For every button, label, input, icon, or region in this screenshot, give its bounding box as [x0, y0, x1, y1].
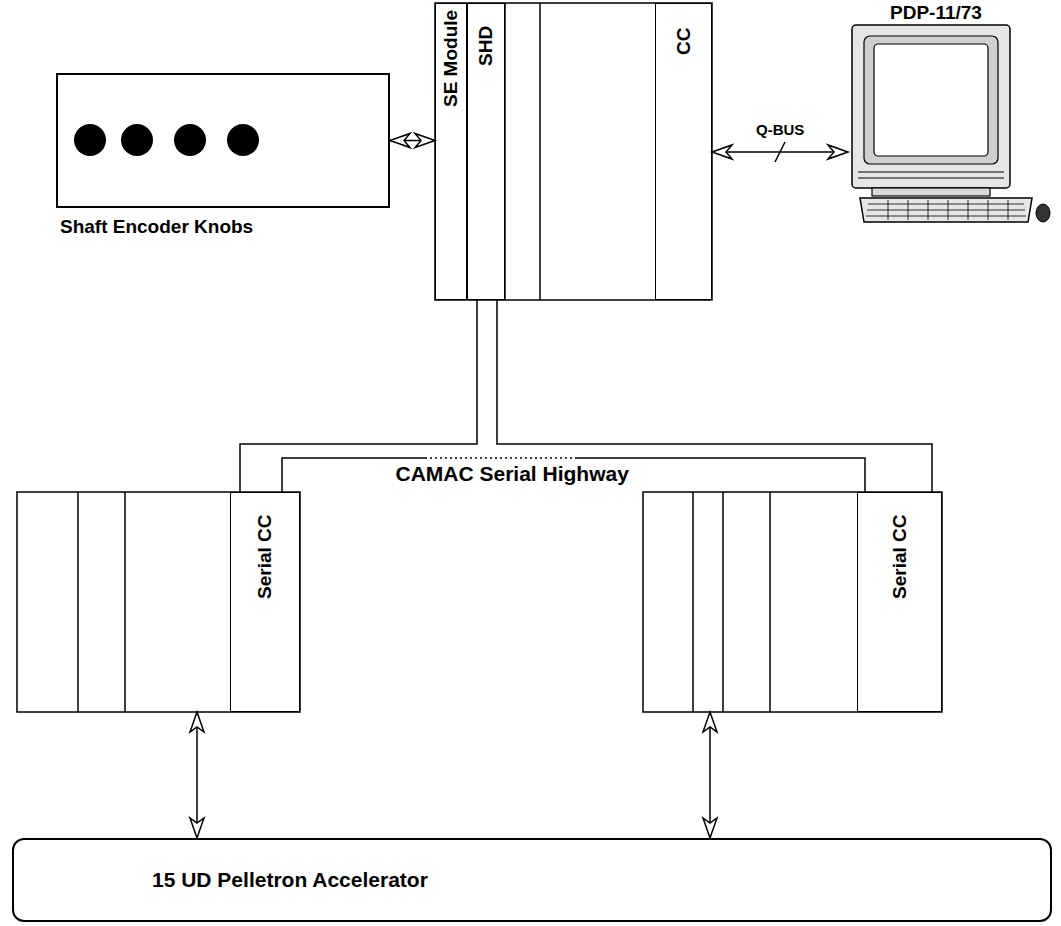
camac-crate — [435, 3, 712, 300]
node-label: 15 UD Pelletron Accelerator — [152, 868, 428, 892]
knob — [121, 124, 153, 156]
slot-divider — [124, 492, 126, 712]
knob — [227, 124, 259, 156]
slot-divider — [539, 3, 541, 300]
slot-divider — [77, 492, 79, 712]
node-label: SHD — [475, 26, 497, 66]
connector-line — [282, 458, 865, 492]
encoder-panel: Shaft Encoder Knobs — [56, 73, 390, 208]
slot-divider — [769, 492, 771, 712]
camac-crate — [17, 492, 300, 712]
slot-divider — [692, 492, 694, 712]
camac-crate — [643, 492, 942, 712]
module-slot: Serial CC — [230, 492, 300, 712]
crate-outline — [435, 3, 712, 300]
dotted-segment — [425, 457, 575, 459]
computer-drawing — [848, 0, 1055, 226]
arrow-head — [703, 712, 717, 732]
arrow-head — [712, 145, 732, 159]
link-line — [709, 712, 711, 838]
arrow-head — [415, 134, 435, 148]
accelerator-link — [190, 712, 204, 838]
link-line — [196, 712, 198, 838]
node-label: Shaft Encoder Knobs — [60, 216, 253, 238]
module-slot: SE Module — [435, 3, 467, 300]
connector — [390, 134, 435, 148]
node-label: PDP-11/73 — [890, 2, 982, 24]
arrow-head — [190, 712, 204, 732]
arrow-head — [390, 134, 410, 148]
knob — [174, 124, 206, 156]
line-gap — [425, 456, 575, 460]
module-slot: CC — [655, 3, 712, 300]
arrow-head — [828, 145, 848, 159]
highway-label: CAMAC Serial Highway — [394, 462, 631, 486]
module-slot: SHD — [467, 3, 505, 300]
accelerator-box: 15 UD Pelletron Accelerator — [12, 838, 1052, 922]
module-slot: Serial CC — [857, 492, 942, 712]
node-label: Serial CC — [889, 515, 911, 599]
computer-icon: PDP-11/73 — [848, 0, 1055, 226]
knob — [74, 124, 106, 156]
arrow-head — [190, 818, 204, 838]
bus-label: Q-BUS — [756, 121, 804, 138]
bus-slash — [775, 142, 785, 162]
crate-outline — [17, 492, 300, 712]
node-label: Serial CC — [254, 515, 276, 599]
connector — [712, 142, 848, 162]
accelerator-link — [703, 712, 717, 838]
crate-outline — [643, 492, 942, 712]
arrow-head — [703, 818, 717, 838]
slot-divider — [722, 492, 724, 712]
node-label: CC — [673, 28, 695, 55]
node-label: SE Module — [440, 10, 462, 107]
encoder-knobs — [74, 124, 259, 156]
connector — [282, 458, 865, 492]
